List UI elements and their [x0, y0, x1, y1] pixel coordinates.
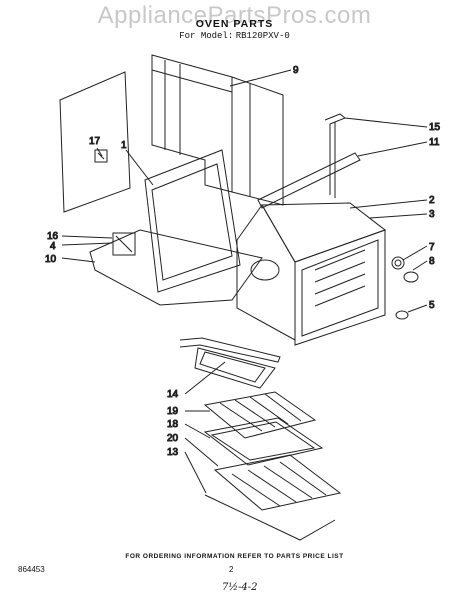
tube-part	[324, 113, 346, 198]
callout-16: 16	[47, 231, 59, 242]
callout-15: 15	[429, 122, 441, 133]
oven-rack-part	[204, 454, 342, 541]
callout-9: 9	[293, 65, 299, 76]
callout-14: 14	[167, 389, 179, 400]
side-panel-part	[59, 71, 131, 213]
base-panel-part	[89, 229, 263, 306]
watermark-text: AppliancePartsPros.com	[97, 2, 372, 29]
diagram-title: OVEN PARTS	[195, 18, 274, 30]
broiler-pan-part	[203, 417, 324, 466]
callout-8: 8	[429, 256, 435, 267]
lamp-cover-part	[395, 310, 409, 320]
document-number: 864453	[18, 565, 45, 574]
leader-lines	[61, 69, 428, 494]
ordering-note: FOR ORDERING INFORMATION REFER TO PARTS …	[125, 553, 344, 560]
broiler-grid-part	[203, 391, 317, 439]
callout-19: 19	[167, 406, 179, 417]
rear-panel-part	[151, 54, 284, 206]
model-label: For Model:	[179, 31, 234, 41]
callout-20: 20	[167, 433, 179, 444]
callout-11: 11	[429, 137, 440, 148]
model-line: For Model: RB120PXV-0	[0, 30, 469, 41]
callout-3: 3	[429, 209, 435, 220]
lamp-bulb-part	[403, 271, 419, 283]
handwritten-note: 7½-4-2	[222, 582, 258, 593]
callout-18: 18	[167, 419, 179, 430]
callout-10: 10	[45, 254, 57, 265]
callout-5: 5	[429, 300, 435, 311]
oven-liner-part	[236, 202, 387, 346]
callout-2: 2	[429, 195, 435, 206]
page-number: 2	[229, 565, 234, 574]
callout-17: 17	[89, 136, 101, 147]
callout-13: 13	[167, 447, 179, 458]
model-number: RB120PXV-0	[235, 31, 290, 41]
callout-7: 7	[429, 242, 435, 253]
callout-4: 4	[50, 241, 56, 252]
lamp-socket-part	[391, 256, 405, 270]
bake-element-part	[179, 337, 281, 389]
callout-1: 1	[121, 140, 127, 151]
support-bar-part	[257, 152, 361, 209]
door-frame-part	[144, 149, 241, 293]
